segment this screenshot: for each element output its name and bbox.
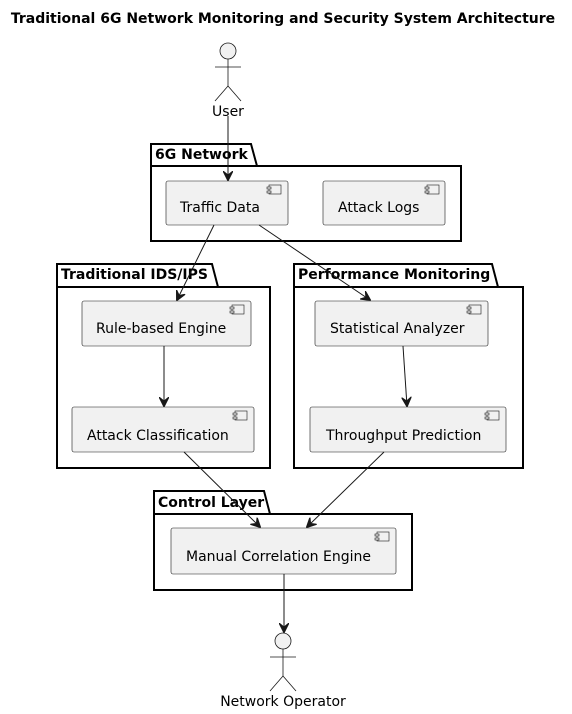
package-6g-network-label: 6G Network bbox=[155, 147, 248, 163]
statistical-analyzer-label: Statistical Analyzer bbox=[330, 321, 465, 337]
edges bbox=[164, 116, 407, 632]
attack-classification-label: Attack Classification bbox=[87, 428, 229, 444]
edge-stats-to-throughput bbox=[403, 345, 407, 406]
component-icon bbox=[229, 304, 245, 315]
attack-logs-label: Attack Logs bbox=[338, 200, 419, 216]
diagram-title: Traditional 6G Network Monitoring and Se… bbox=[11, 11, 555, 27]
component-attack-classification[interactable]: Attack Classification bbox=[71, 406, 255, 453]
edge-traffic-to-rule bbox=[177, 224, 215, 300]
component-icon bbox=[374, 531, 390, 542]
component-icon bbox=[484, 410, 500, 421]
operator-actor-head-icon bbox=[274, 632, 292, 650]
package-traditional-ids-ips: Traditional IDS/IPS Rule-based Engine At… bbox=[56, 263, 271, 469]
package-control-layer: Control Layer Manual Correlation Engine bbox=[153, 490, 413, 591]
package-performance-monitoring: Performance Monitoring Statistical Analy… bbox=[293, 263, 524, 469]
component-traffic-data[interactable]: Traffic Data bbox=[165, 180, 289, 226]
user-actor: User bbox=[212, 42, 244, 120]
edge-throughput-to-correlation bbox=[307, 451, 385, 527]
edge-traffic-to-stats bbox=[258, 224, 370, 300]
manual-correlation-engine-label: Manual Correlation Engine bbox=[186, 549, 371, 565]
component-throughput-prediction[interactable]: Throughput Prediction bbox=[309, 406, 507, 453]
throughput-prediction-label: Throughput Prediction bbox=[325, 428, 481, 444]
component-icon bbox=[466, 304, 482, 315]
user-actor-head-icon bbox=[219, 42, 237, 60]
package-ids-label: Traditional IDS/IPS bbox=[61, 267, 208, 283]
network-operator-actor: Network Operator bbox=[220, 632, 346, 710]
edge-classify-to-correlation bbox=[183, 451, 260, 527]
package-6g-network: 6G Network Traffic Data Attack Logs bbox=[150, 143, 462, 242]
package-perf-label: Performance Monitoring bbox=[298, 267, 490, 283]
component-statistical-analyzer[interactable]: Statistical Analyzer bbox=[314, 300, 489, 347]
component-icon bbox=[266, 184, 282, 195]
traffic-data-label: Traffic Data bbox=[179, 200, 260, 216]
component-icon bbox=[232, 410, 248, 421]
component-icon bbox=[424, 184, 440, 195]
user-actor-label: User bbox=[212, 104, 244, 120]
component-attack-logs[interactable]: Attack Logs bbox=[322, 180, 446, 226]
component-manual-correlation-engine[interactable]: Manual Correlation Engine bbox=[170, 527, 397, 575]
network-operator-label: Network Operator bbox=[220, 694, 346, 710]
component-rule-based-engine[interactable]: Rule-based Engine bbox=[81, 300, 252, 347]
rule-based-engine-label: Rule-based Engine bbox=[96, 321, 226, 337]
package-control-label: Control Layer bbox=[158, 495, 264, 511]
